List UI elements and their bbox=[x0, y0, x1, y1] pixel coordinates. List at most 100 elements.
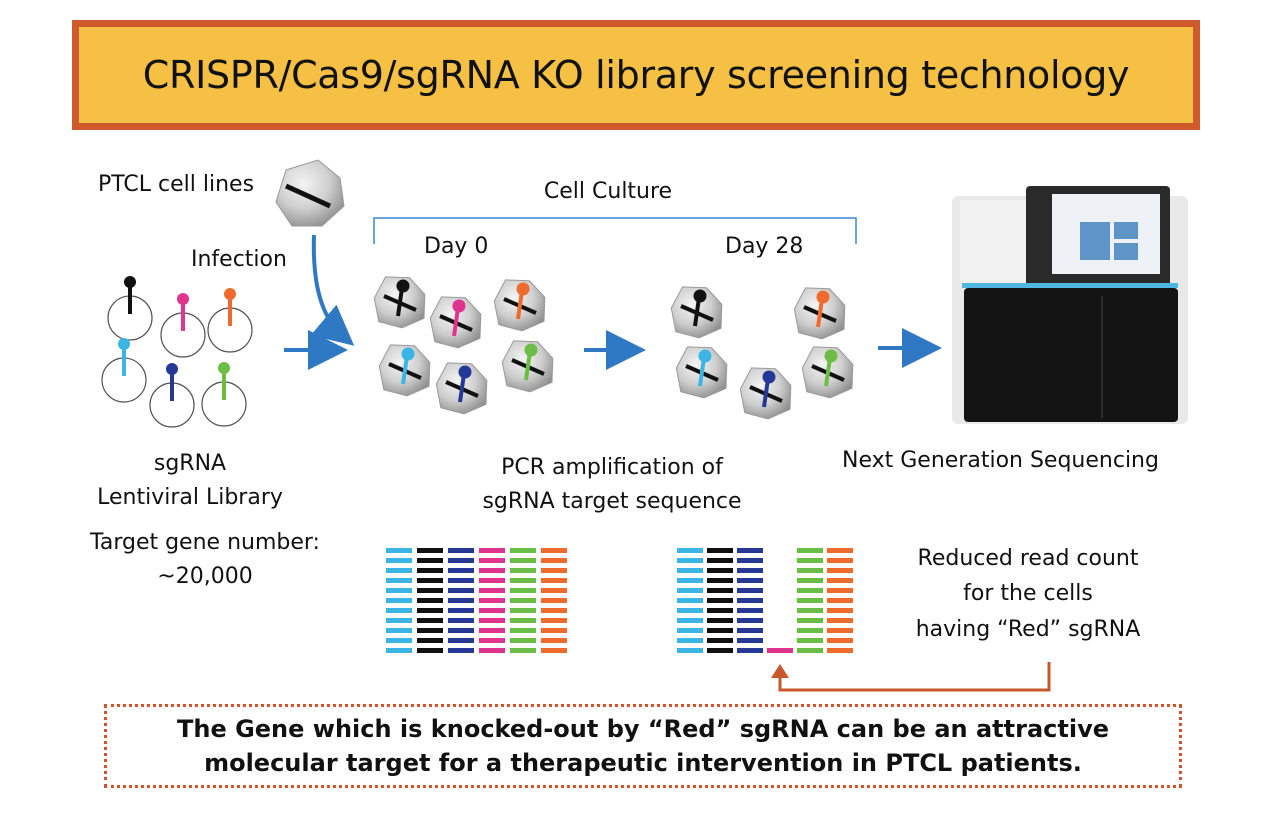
read-bar bbox=[386, 568, 412, 573]
read-bar bbox=[767, 648, 793, 653]
read-bar bbox=[707, 648, 733, 653]
read-bar bbox=[448, 628, 474, 633]
read-bar bbox=[510, 598, 536, 603]
library-virus bbox=[207, 288, 253, 353]
read-bar bbox=[479, 648, 505, 653]
read-bar bbox=[737, 548, 763, 553]
library-virus bbox=[107, 276, 153, 341]
cell-with-sgrna bbox=[670, 286, 723, 339]
read-bar bbox=[737, 608, 763, 613]
read-bar bbox=[417, 578, 443, 583]
read-bar bbox=[541, 588, 567, 593]
read-bar bbox=[510, 568, 536, 573]
read-bar bbox=[417, 568, 443, 573]
read-bar bbox=[510, 608, 536, 613]
read-bar bbox=[737, 638, 763, 643]
day28-label: Day 28 bbox=[725, 234, 804, 259]
read-bar bbox=[737, 558, 763, 563]
read-bar bbox=[677, 588, 703, 593]
read-bar bbox=[707, 568, 733, 573]
read-bar bbox=[797, 548, 823, 553]
read-bar bbox=[737, 628, 763, 633]
read-bar bbox=[797, 598, 823, 603]
read-bar bbox=[417, 608, 443, 613]
read-bar bbox=[448, 548, 474, 553]
read-bar bbox=[677, 628, 703, 633]
read-bar bbox=[386, 588, 412, 593]
read-bar bbox=[797, 638, 823, 643]
read-bar bbox=[677, 638, 703, 643]
read-bar bbox=[541, 568, 567, 573]
read-bar bbox=[797, 618, 823, 623]
read-bar bbox=[707, 598, 733, 603]
sequencer-icon bbox=[952, 186, 1188, 424]
ptcl-cell-icon bbox=[275, 159, 345, 227]
read-bar bbox=[479, 558, 505, 563]
read-bar bbox=[510, 548, 536, 553]
read-bar bbox=[737, 578, 763, 583]
feedback-arrow bbox=[778, 662, 1051, 692]
read-bar bbox=[797, 608, 823, 613]
read-bar bbox=[677, 608, 703, 613]
read-bar bbox=[797, 558, 823, 563]
target-gene-label-line1: Target gene number: bbox=[90, 530, 320, 555]
library-virus bbox=[201, 362, 247, 427]
read-bar bbox=[707, 628, 733, 633]
read-bar bbox=[417, 628, 443, 633]
read-bar bbox=[541, 618, 567, 623]
read-bar bbox=[541, 578, 567, 583]
conclusion-line1: The Gene which is knocked-out by “Red” s… bbox=[176, 715, 1109, 743]
day0-label: Day 0 bbox=[424, 234, 489, 259]
read-bar bbox=[707, 548, 733, 553]
read-bar bbox=[386, 618, 412, 623]
library-label-line1: sgRNA bbox=[153, 451, 227, 476]
read-bar bbox=[417, 558, 443, 563]
cell-with-sgrna bbox=[793, 287, 846, 340]
read-bar bbox=[448, 578, 474, 583]
read-bar bbox=[448, 648, 474, 653]
pcr-label-line1: PCR amplification of bbox=[501, 455, 723, 480]
page-title: CRISPR/Cas9/sgRNA KO library screening t… bbox=[142, 53, 1130, 97]
cell-with-sgrna bbox=[675, 346, 728, 399]
read-bar bbox=[479, 608, 505, 613]
read-bar bbox=[479, 618, 505, 623]
read-bar bbox=[827, 628, 853, 633]
read-bar bbox=[510, 588, 536, 593]
read-bar bbox=[827, 558, 853, 563]
read-bar bbox=[510, 628, 536, 633]
cells-group bbox=[373, 276, 854, 420]
read-bar bbox=[417, 548, 443, 553]
read-bar bbox=[417, 618, 443, 623]
read-bar bbox=[827, 648, 853, 653]
read-bar bbox=[541, 558, 567, 563]
read-bar bbox=[797, 628, 823, 633]
read-bar bbox=[797, 588, 823, 593]
read-bar bbox=[707, 608, 733, 613]
read-bar bbox=[827, 608, 853, 613]
read-bar bbox=[448, 598, 474, 603]
read-bar bbox=[479, 568, 505, 573]
read-bar bbox=[510, 638, 536, 643]
read-bar bbox=[737, 618, 763, 623]
read-bar bbox=[479, 578, 505, 583]
target-gene-label-line2: ~20,000 bbox=[157, 564, 253, 589]
read-bar bbox=[541, 608, 567, 613]
read-bar bbox=[386, 608, 412, 613]
read-bar bbox=[677, 648, 703, 653]
read-bar bbox=[386, 648, 412, 653]
conclusion-box: The Gene which is knocked-out by “Red” s… bbox=[104, 704, 1182, 788]
read-bar bbox=[386, 598, 412, 603]
read-bar bbox=[510, 558, 536, 563]
library-virus bbox=[160, 293, 206, 358]
read-bar bbox=[479, 548, 505, 553]
ngs-label: Next Generation Sequencing bbox=[842, 448, 1159, 473]
read-bar bbox=[510, 648, 536, 653]
read-bar bbox=[827, 598, 853, 603]
library-virus bbox=[101, 338, 147, 403]
read-bar bbox=[737, 588, 763, 593]
library-virus bbox=[149, 363, 195, 428]
read-bar bbox=[417, 638, 443, 643]
read-bar bbox=[479, 638, 505, 643]
sgrna-library-group bbox=[101, 276, 253, 428]
